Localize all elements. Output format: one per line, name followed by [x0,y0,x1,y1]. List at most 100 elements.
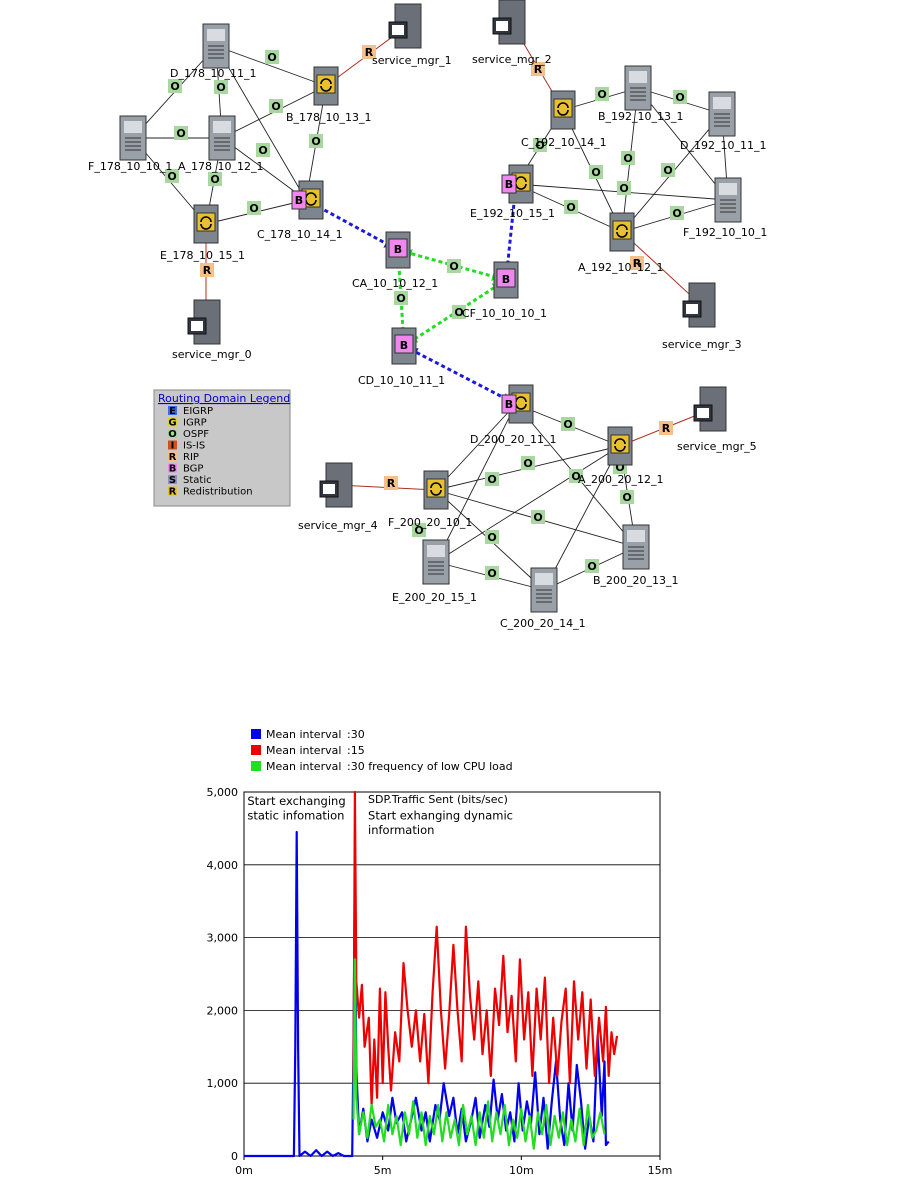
bgp-tag [291,190,307,210]
bgp-letter: B [400,339,408,352]
ospf-badge [168,79,182,93]
chart-legend-entry: Mean interval:15 [251,744,365,757]
legend-code: B [169,464,177,475]
ospf-badge-letter: O [414,524,423,537]
node-a-200[interactable]: A_200_20_12_1 [578,426,664,486]
legend-label: BGP [183,464,203,475]
ospf-badge [214,80,228,94]
ospf-badge [485,566,499,580]
legend-swatch [168,486,177,496]
node-sm0[interactable]: service_mgr_0 [172,299,252,361]
legend-code: R [169,487,177,498]
redistribution-icon [557,102,569,116]
y-tick-label: 2,000 [207,1004,239,1017]
legend-label: RIP [183,452,199,463]
ospf-badge [617,181,631,195]
node-e-200[interactable]: E_200_20_15_1 [392,539,477,604]
node-label: A_200_20_12_1 [578,473,664,486]
ospf-badge-letter: O [566,201,575,214]
redistribution-icon [200,216,212,230]
ospf-badge [585,559,599,573]
node-sm3[interactable]: service_mgr_3 [662,282,742,351]
node-ca[interactable]: BCA_10_10_12_1 [352,231,438,290]
node-d-192[interactable]: D_192_10_11_1 [680,91,766,152]
legend-label: OSPF [183,429,209,440]
ospf-badge [174,126,188,140]
ospf-badge-letter: O [176,127,185,140]
ospf-badge-letter: O [597,88,606,101]
legend-code: S [169,475,176,486]
node-e-178[interactable]: E_178_10_15_1 [160,204,245,262]
node-d-178[interactable]: D_178_10_11_1 [170,23,256,80]
series-line-2 [352,790,619,1107]
y-tick-label: 4,000 [207,859,239,872]
redistribution-icon [614,438,626,452]
node-label: C_192_10_14_1 [521,136,607,149]
node-label: B_200_20_13_1 [593,574,679,587]
ospf-link [215,45,307,201]
node-d-200[interactable]: BD_200_20_11_1 [470,384,556,446]
node-sm1[interactable]: service_mgr_1 [372,3,452,67]
node-f-178[interactable]: F_178_10_10_1 [88,115,172,173]
ospf-badge-letter: O [311,135,320,148]
bgp-tag [501,174,517,194]
legend-label: EIGRP [183,406,213,417]
node-b-178[interactable]: B_178_10_13_1 [286,66,372,124]
node-label: service_mgr_2 [472,53,552,66]
manager-window [323,484,335,494]
node-b-200[interactable]: B_200_20_13_1 [593,524,679,587]
node-cf[interactable]: BCF_10_10_10_1 [462,261,547,320]
server-panel [629,71,647,83]
node-f-192[interactable]: F_192_10_10_1 [683,177,767,239]
manager-window [686,304,698,314]
node-c-200[interactable]: C_200_20_14_1 [500,567,586,630]
series-line-3 [352,958,606,1150]
ospf-badge-letter: O [591,166,600,179]
rip-badge-letter: R [662,422,671,435]
node-label: service_mgr_1 [372,54,452,67]
ospf-link [637,87,729,201]
server-panel [719,183,737,195]
node-c-192[interactable]: C_192_10_14_1 [521,90,607,149]
node-sm5[interactable]: service_mgr_5 [677,386,757,453]
node-cd[interactable]: BCD_10_10_11_1 [358,327,445,387]
node-a-192[interactable]: A_192_10_12_1 [578,212,664,274]
legend-title[interactable]: Routing Domain Legend [158,392,290,405]
node-f-200[interactable]: F_200_20_10_1 [388,470,472,529]
ospf-badge [561,417,575,431]
chart-annotation: static infomation [247,809,344,823]
node-a-178[interactable]: A_178_10_12_1 [178,115,264,173]
legend-code: I [171,441,175,452]
ospf-badge [256,143,270,157]
node-e-192[interactable]: BE_192_10_15_1 [470,164,555,220]
ospf-badge [533,138,547,152]
ospf-badge [521,456,535,470]
ospf-badge-letter: O [396,292,405,305]
node-label: service_mgr_5 [677,440,757,453]
node-c-178[interactable]: BC_178_10_14_1 [257,180,343,241]
node-sm4[interactable]: service_mgr_4 [298,462,378,532]
bgp-letter: B [394,243,402,256]
rip-badge-letter: R [203,264,212,277]
server-panel [535,573,553,585]
bgp-face [394,334,414,354]
ospf-badge-letter: O [258,144,267,157]
rip-badge-letter: R [387,477,396,490]
chart-annotation: Start exhanging dynamic [368,809,513,823]
redistribution-icon [430,482,442,496]
ospf-badge [621,151,635,165]
legend-swatch [168,429,177,438]
ospf-badge [394,291,408,305]
ospf-badge [485,530,499,544]
legend-series-name: Mean interval [266,744,341,757]
node-sm2[interactable]: service_mgr_2 [472,0,552,66]
node-b-192[interactable]: B_192_10_13_1 [598,65,684,123]
ospf-badge [208,172,222,186]
